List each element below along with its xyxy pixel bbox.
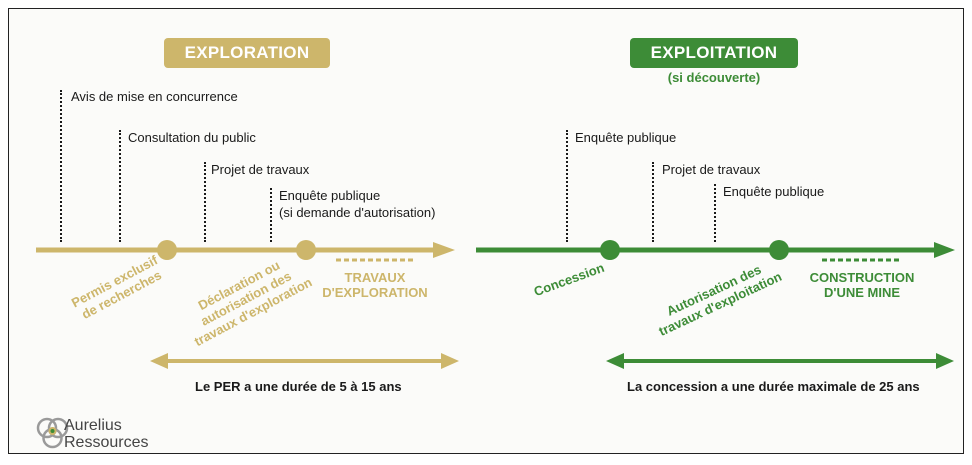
diagram-frame xyxy=(8,8,964,454)
step-label-projet: Projet de travaux xyxy=(211,162,310,177)
concession-duration-arrow-right xyxy=(936,353,954,369)
logo-line1: Aurelius xyxy=(64,417,122,434)
exploration-badge: EXPLORATION xyxy=(164,38,330,68)
per-duration-arrow-right xyxy=(441,353,459,369)
step-label-consultation: Consultation du public xyxy=(128,130,256,145)
step-tick-enquete-concession xyxy=(566,130,568,242)
concession-duration-caption: La concession a une durée maximale de 25… xyxy=(627,379,920,394)
step-label-enquete-exploitation: Enquête publique xyxy=(723,184,825,199)
logo-text: Aurelius Ressources xyxy=(64,417,148,451)
step-label-enquete-concession: Enquête publique xyxy=(575,130,677,145)
step-label-enquete-note: (si demande d'autorisation) xyxy=(279,205,436,220)
step-tick-avis xyxy=(60,90,62,242)
aurelius-logo-icon xyxy=(36,417,69,449)
phase-label-exploitation-line1: CONSTRUCTION xyxy=(809,270,915,285)
milestone-autorisation-dot xyxy=(769,240,789,260)
phase-label-exploitation: CONSTRUCTION D'UNE MINE xyxy=(806,270,918,300)
step-label-enquete: Enquête publique xyxy=(279,188,381,203)
milestone-per-dot xyxy=(157,240,177,260)
per-duration-caption: Le PER a une durée de 5 à 15 ans xyxy=(195,379,402,394)
exploitation-subtitle: (si découverte) xyxy=(667,70,761,85)
logo-line2: Ressources xyxy=(64,434,149,451)
step-label-avis: Avis de mise en concurrence xyxy=(71,89,238,104)
step-label-projet-exploitation: Projet de travaux xyxy=(662,162,761,177)
phase-label-exploitation-line2: D'UNE MINE xyxy=(823,285,901,300)
step-tick-projet xyxy=(204,162,206,242)
phase-label-exploration-line2: D'EXPLORATION xyxy=(322,285,428,300)
step-tick-projet-exploitation xyxy=(652,162,654,242)
exploration-arrowhead xyxy=(433,242,455,258)
exploitation-arrowhead xyxy=(934,242,955,258)
milestone-declaration-dot xyxy=(296,240,316,260)
milestone-concession-dot xyxy=(600,240,620,260)
step-tick-consultation xyxy=(119,130,121,242)
per-duration-arrow-left xyxy=(150,353,168,369)
phase-label-exploration-line1: TRAVAUX xyxy=(344,270,406,285)
phase-label-exploration: TRAVAUX D'EXPLORATION xyxy=(320,270,430,300)
concession-duration-arrow-left xyxy=(606,353,624,369)
exploitation-badge: EXPLOITATION xyxy=(630,38,798,68)
step-tick-enquete-exploitation xyxy=(714,184,716,242)
step-tick-enquete xyxy=(270,188,272,242)
